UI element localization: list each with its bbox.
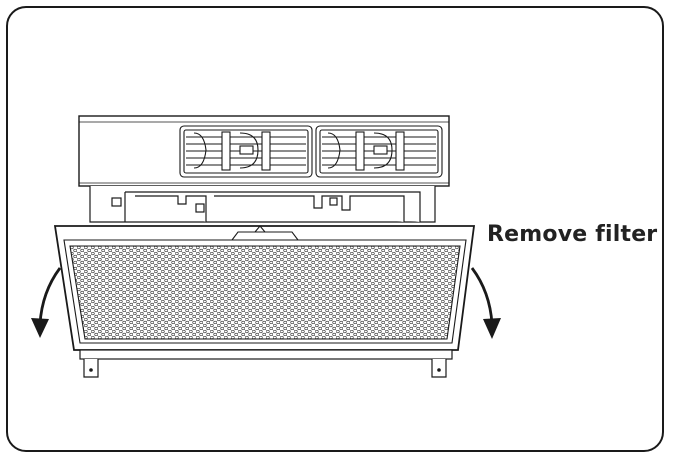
- filter-mesh: [69, 245, 461, 340]
- louver-knob-icon: [373, 145, 388, 155]
- left-arrow-icon: [31, 267, 62, 338]
- unit-chassis: [89, 186, 436, 223]
- right-air-louver: [315, 125, 443, 178]
- right-foot: [431, 359, 447, 378]
- filter-panel: [53, 225, 476, 378]
- right-arrow-icon: [470, 267, 501, 339]
- left-foot: [83, 359, 99, 378]
- caption-label: Remove filter: [487, 222, 658, 247]
- filter-tab: [254, 225, 266, 233]
- louver-knob-icon: [239, 145, 254, 155]
- left-air-louver: [179, 125, 313, 178]
